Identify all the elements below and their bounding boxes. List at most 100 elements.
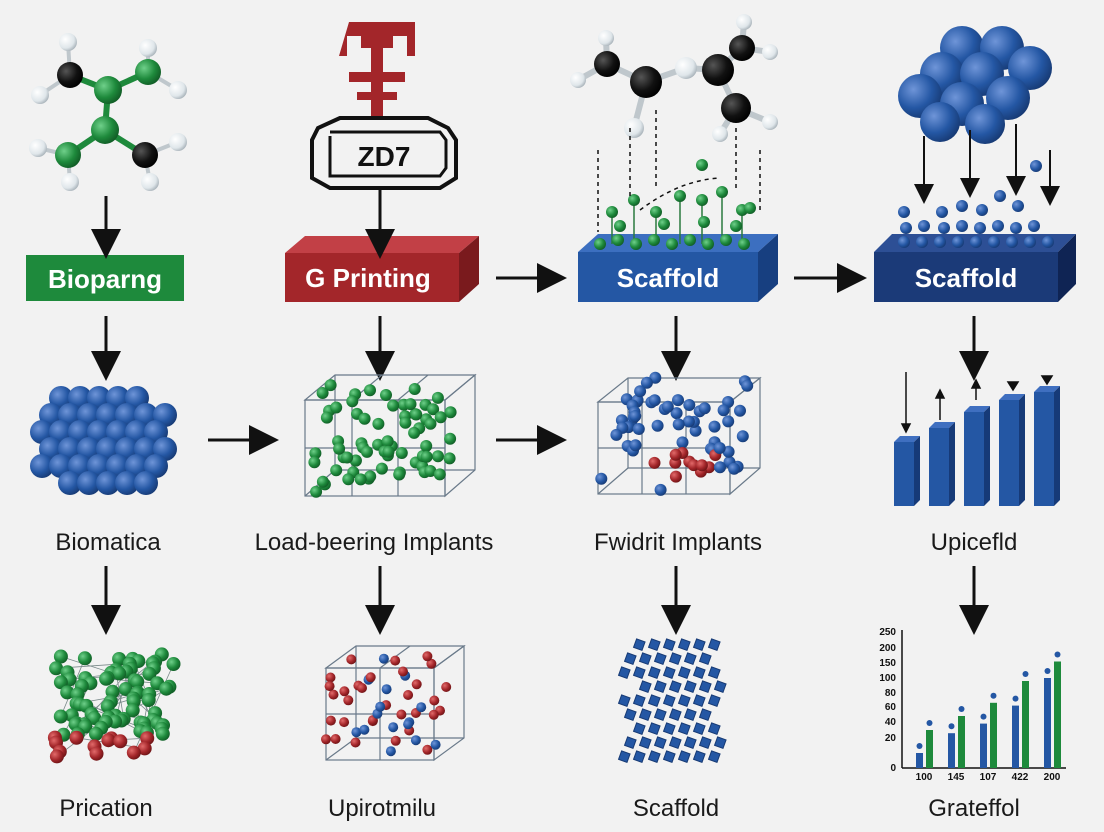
- biomatica-label: Biomatica: [55, 529, 161, 556]
- atom: [53, 675, 68, 690]
- cube: [653, 652, 667, 666]
- atom: [112, 652, 127, 666]
- atom: [330, 464, 343, 477]
- atom: [390, 655, 401, 666]
- atom: [30, 454, 54, 478]
- atom: [433, 468, 446, 481]
- atom: [89, 746, 104, 761]
- load-bearing-implants-label: Load-beering Implants: [255, 529, 494, 556]
- atom: [682, 415, 695, 428]
- atom: [351, 727, 362, 738]
- cube: [647, 638, 661, 652]
- x-tick-label: 422: [1012, 772, 1029, 783]
- atom: [672, 394, 684, 407]
- bioparng-box: Bioparng: [26, 255, 184, 301]
- cube: [662, 666, 676, 680]
- cube: [692, 666, 706, 680]
- right-arrow-icon: [208, 263, 867, 455]
- data-point: [1054, 651, 1061, 658]
- printing-box: G Printing: [285, 236, 479, 302]
- atom: [320, 411, 333, 424]
- grateffol-label: Grateffol: [928, 795, 1020, 822]
- atom: [69, 730, 84, 745]
- atom: [339, 686, 350, 697]
- y-tick-label: 40: [885, 717, 897, 728]
- data-point: [1012, 695, 1019, 702]
- atom: [444, 432, 457, 445]
- atom: [429, 695, 440, 706]
- cube: [638, 708, 652, 722]
- atom: [676, 436, 689, 449]
- cube: [623, 708, 637, 722]
- atom: [137, 741, 152, 756]
- cube: [632, 722, 646, 736]
- atom: [346, 654, 357, 665]
- atom: [427, 403, 440, 416]
- atom: [77, 651, 92, 666]
- cube: [692, 722, 706, 736]
- cube: [698, 708, 712, 722]
- cube: [692, 750, 706, 764]
- atom: [430, 739, 441, 750]
- atom: [358, 412, 371, 425]
- atom: [308, 456, 321, 469]
- atom: [134, 471, 158, 495]
- cube: [677, 638, 691, 652]
- cube: [713, 680, 727, 694]
- cube: [683, 652, 697, 666]
- down-arrow-icon: [91, 190, 989, 635]
- cube: [632, 666, 646, 680]
- cube: [692, 694, 706, 708]
- cube: [662, 722, 676, 736]
- atom: [125, 703, 140, 718]
- cube: [653, 736, 667, 750]
- atom: [381, 435, 394, 448]
- data-point: [980, 713, 987, 720]
- cube: [677, 722, 691, 736]
- cube: [683, 680, 697, 694]
- data-point: [948, 723, 955, 730]
- atom: [130, 674, 145, 689]
- y-tick-label: 0: [890, 763, 896, 774]
- cube: [668, 652, 682, 666]
- lattice-icon: [303, 373, 477, 498]
- cube: [707, 750, 721, 764]
- atom: [77, 471, 101, 495]
- atom: [404, 398, 417, 411]
- atom: [346, 395, 359, 408]
- atom: [695, 459, 708, 472]
- atom: [441, 682, 452, 692]
- cube: [668, 680, 682, 694]
- cube: [653, 680, 667, 694]
- cube: [707, 694, 721, 708]
- atom: [443, 452, 456, 465]
- x-tick-label: 100: [916, 772, 933, 783]
- molecule-icon: [29, 33, 187, 191]
- bar: [980, 723, 987, 768]
- cube: [698, 652, 712, 666]
- atom: [444, 406, 457, 419]
- atom: [422, 651, 433, 662]
- cube: [677, 750, 691, 764]
- cube: [653, 708, 667, 722]
- upicefld-label: Upicefld: [931, 529, 1018, 556]
- atom: [53, 709, 68, 724]
- atom: [316, 387, 329, 399]
- atom: [741, 379, 754, 392]
- atom: [126, 745, 141, 760]
- data-point: [1022, 671, 1029, 677]
- atom: [393, 468, 406, 481]
- y-tick-label: 200: [879, 643, 896, 654]
- atom: [396, 709, 407, 720]
- bar: [916, 753, 923, 768]
- cube: [713, 736, 727, 750]
- atom: [375, 701, 386, 712]
- cube: [668, 736, 682, 750]
- atom: [399, 416, 412, 429]
- atom: [661, 400, 674, 413]
- composite-lattice-icon: [47, 647, 181, 764]
- cube: [617, 750, 631, 764]
- atom: [343, 695, 354, 706]
- atom: [398, 666, 408, 677]
